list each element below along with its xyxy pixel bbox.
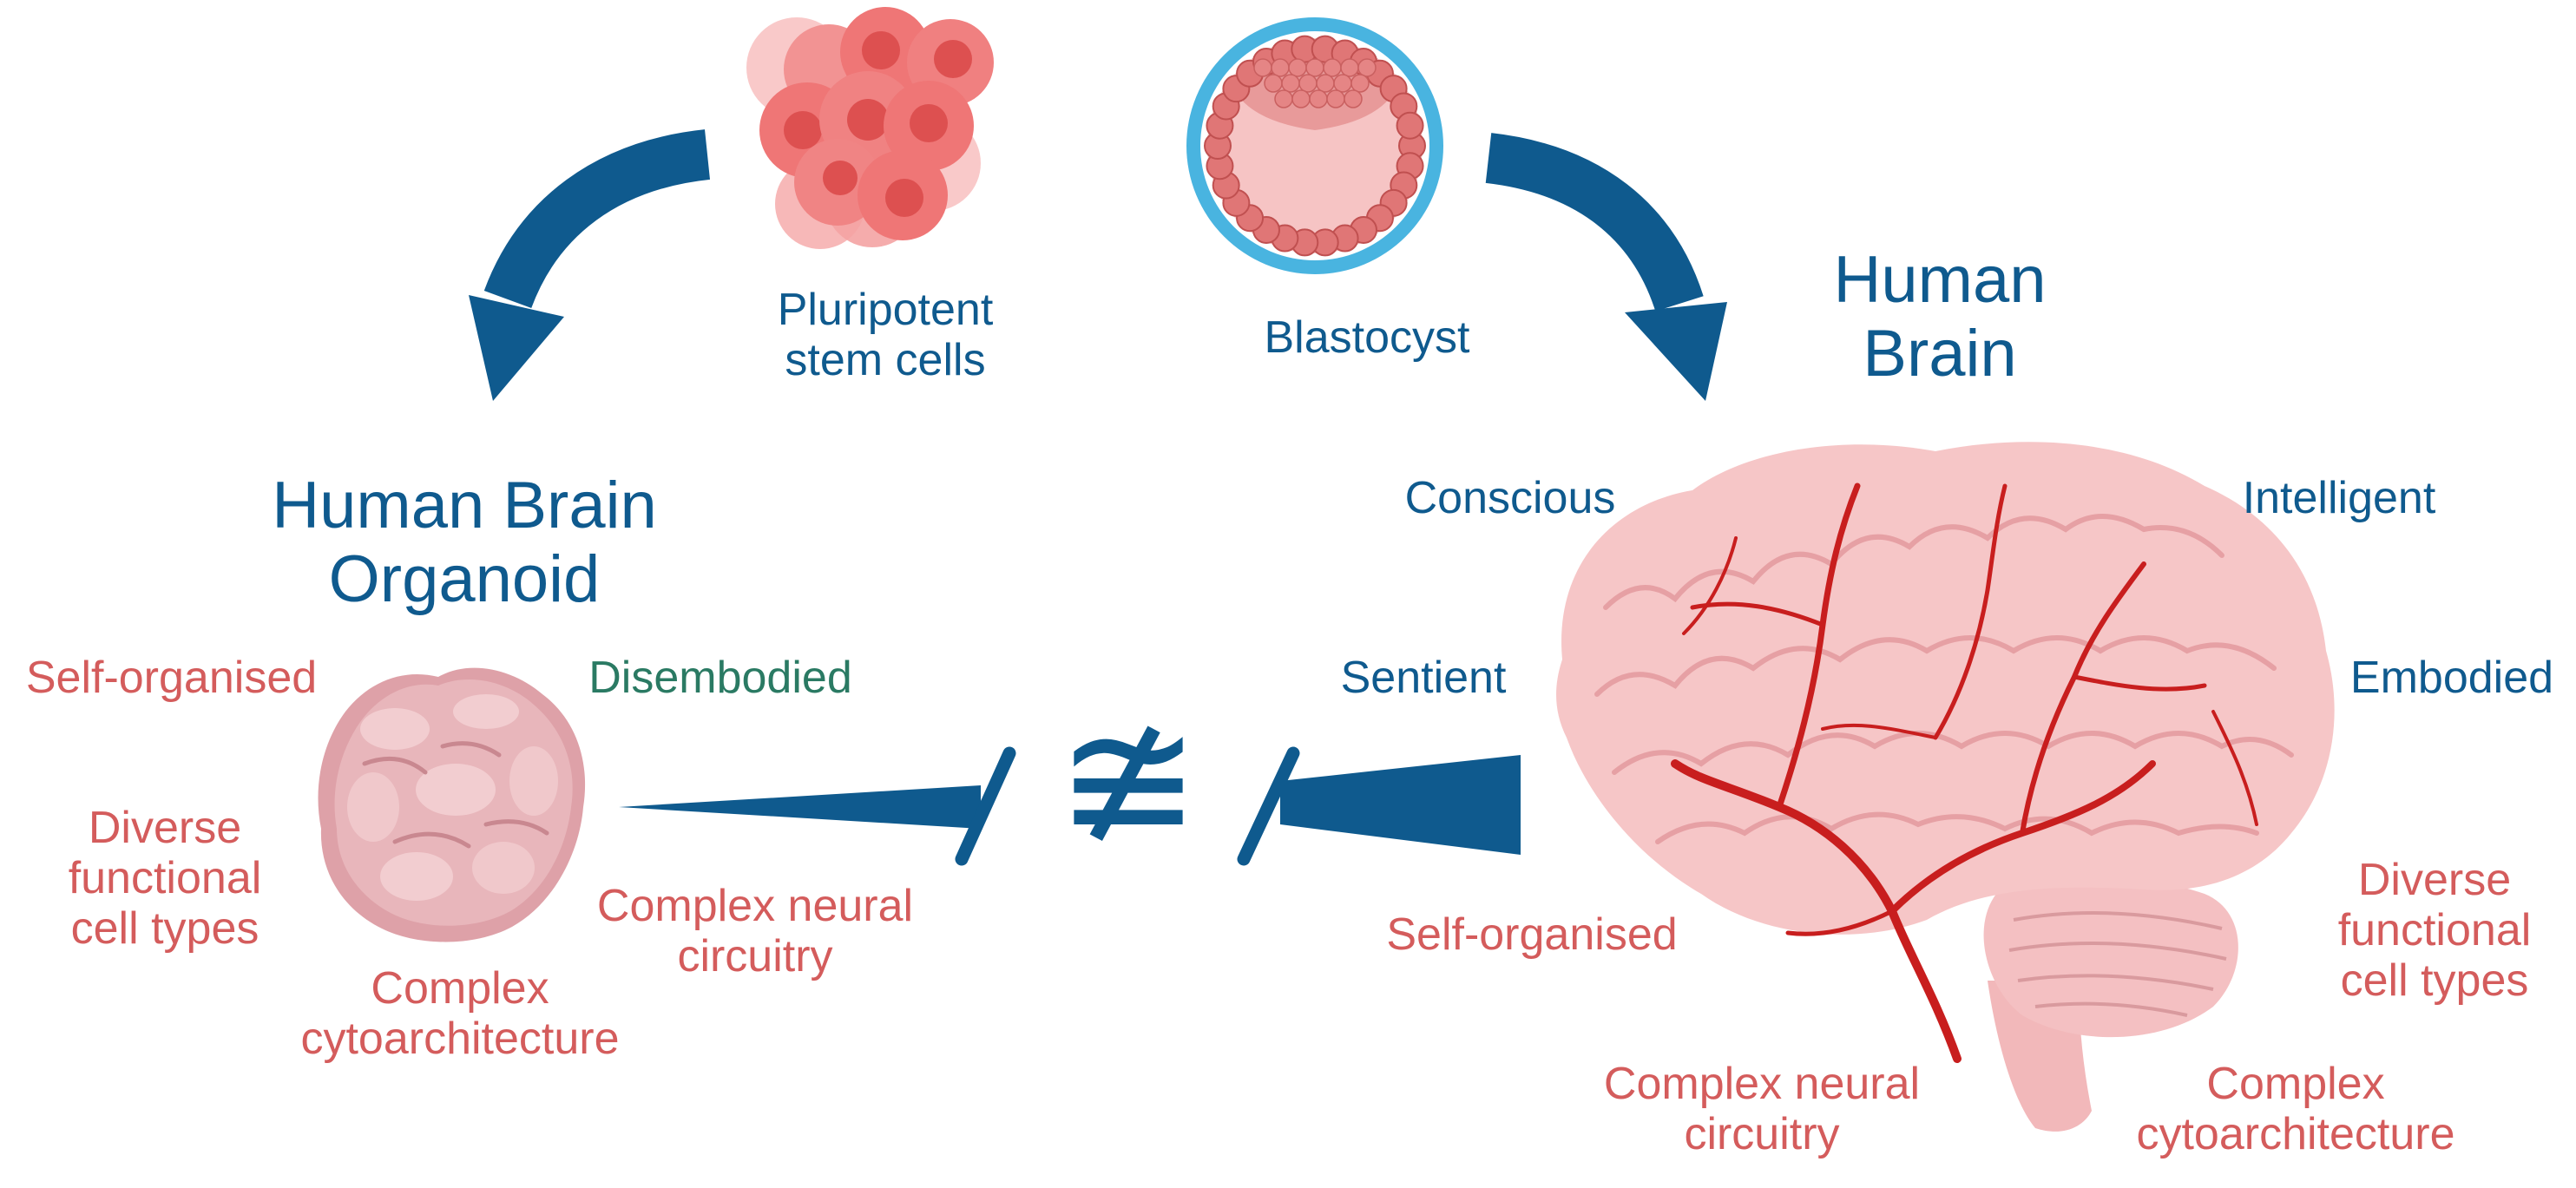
brain-organoid-icon xyxy=(318,667,586,942)
inner-cell-mass-cell xyxy=(1305,58,1324,77)
brain-self-organised-label: Self-organised xyxy=(1386,909,1678,960)
inner-cell-mass-cell xyxy=(1344,89,1363,108)
inner-cell-mass-cell xyxy=(1340,58,1359,77)
inner-cell-mass-cell xyxy=(1274,89,1293,108)
human-brain-icon xyxy=(1556,442,2335,1132)
brain-conscious-label: Conscious xyxy=(1404,473,1616,523)
brain-intelligent-label: Intelligent xyxy=(2242,473,2436,523)
inner-cell-mass-cell xyxy=(1333,74,1352,93)
curved-arrow-right-icon xyxy=(1485,133,1727,401)
inner-cell-mass-cell xyxy=(1326,89,1345,108)
wedge-pointer-left xyxy=(619,746,1016,866)
inner-cell-mass-cell xyxy=(1350,74,1370,93)
inner-cell-mass-cell xyxy=(1264,74,1283,93)
inner-cell-mass-cell xyxy=(1271,58,1290,77)
inner-cell-mass-cell xyxy=(1309,89,1328,108)
blastocyst-icon xyxy=(1186,17,1443,274)
inner-cell-mass-cell xyxy=(1298,74,1318,93)
inner-cell-mass-cell xyxy=(1357,58,1377,77)
organoid-disembodied-label: Disembodied xyxy=(588,653,852,703)
blastocyst-cell xyxy=(1396,111,1424,140)
brain-embodied-label: Embodied xyxy=(2349,653,2554,703)
wedge-pointer-right xyxy=(1237,746,1521,866)
curved-arrow-left-icon xyxy=(469,129,711,401)
not-approximately-equal-icon: ≇ xyxy=(1055,684,1201,877)
inner-cell-mass-cell xyxy=(1323,58,1342,77)
blastocyst-label: Blastocyst xyxy=(1264,312,1470,363)
organoid-self-organised-label: Self-organised xyxy=(25,653,318,703)
inner-cell-mass-cell xyxy=(1253,58,1272,77)
inner-cell-mass-cell xyxy=(1291,89,1311,108)
inner-cell-mass-cell xyxy=(1316,74,1335,93)
stem-cells-icon xyxy=(746,7,994,249)
brain-sentient-label: Sentient xyxy=(1340,653,1507,703)
inner-cell-mass-cell xyxy=(1288,58,1307,77)
inner-cell-mass-cell xyxy=(1281,74,1300,93)
